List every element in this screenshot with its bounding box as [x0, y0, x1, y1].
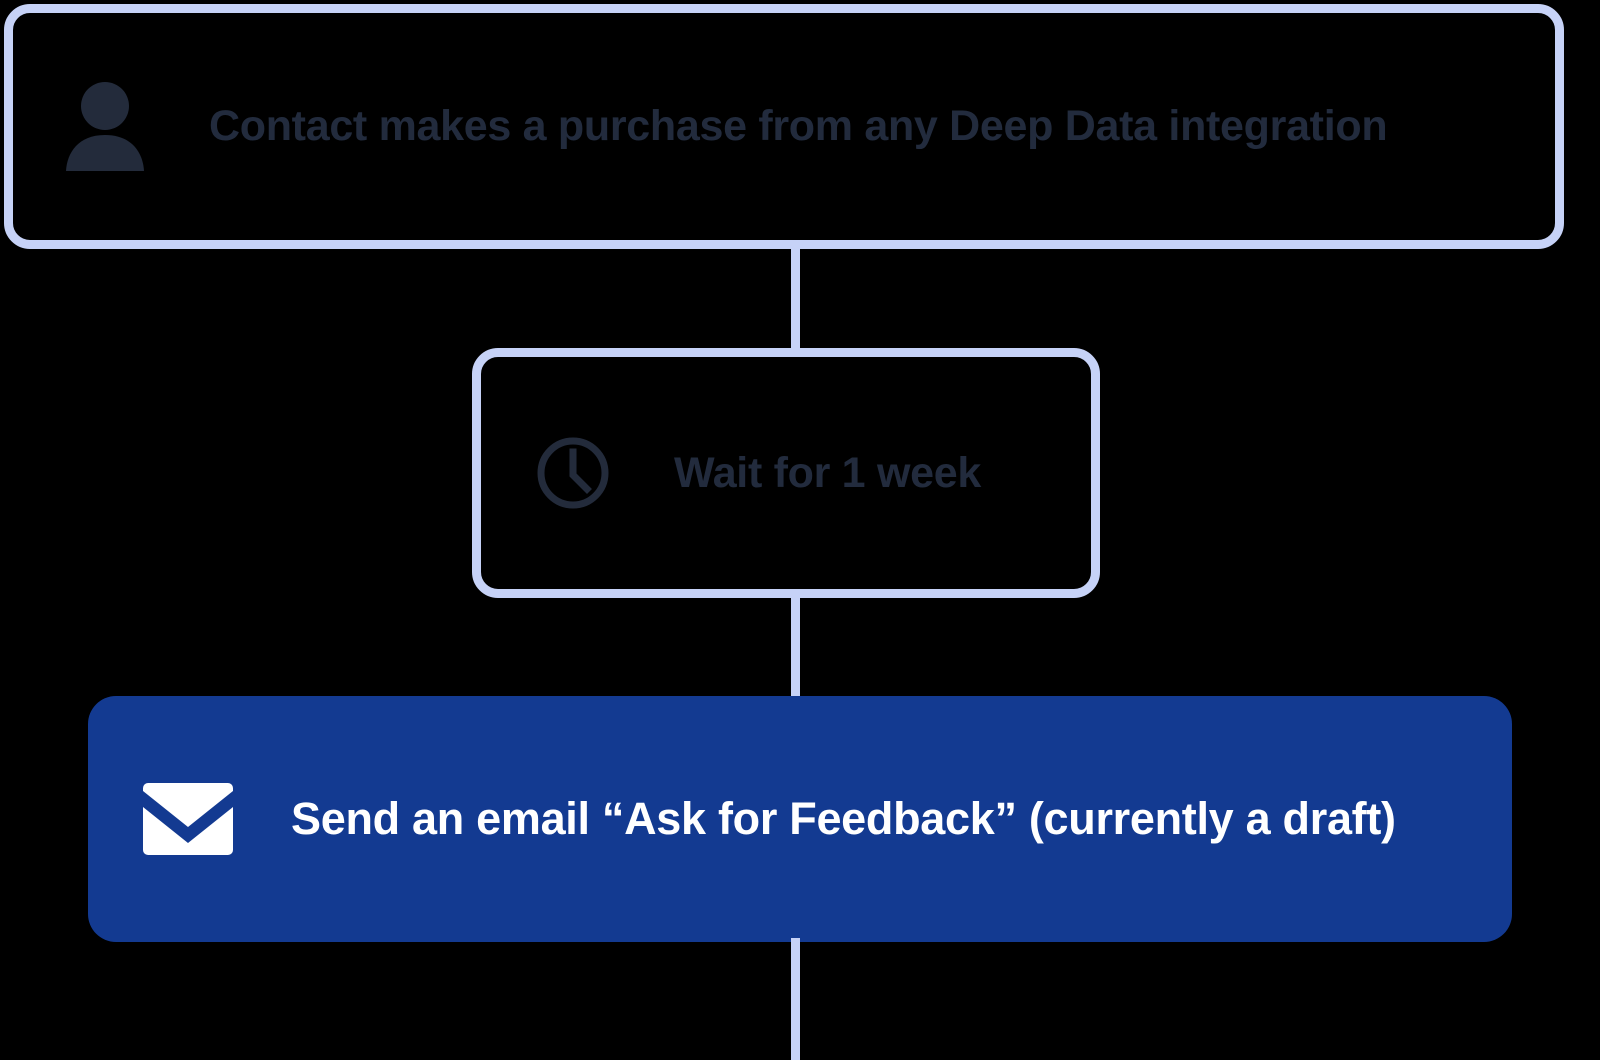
clock-icon: [534, 434, 612, 512]
workflow-node-trigger-label: Contact makes a purchase from any Deep D…: [209, 102, 1388, 150]
connector-wait-to-email: [791, 592, 800, 700]
workflow-node-wait-label: Wait for 1 week: [674, 448, 981, 497]
connector-trigger-to-wait: [791, 248, 800, 354]
person-icon: [59, 81, 151, 173]
workflow-node-email-label: Send an email “Ask for Feedback” (curren…: [291, 793, 1396, 844]
workflow-node-trigger[interactable]: Contact makes a purchase from any Deep D…: [4, 4, 1564, 249]
workflow-node-wait[interactable]: Wait for 1 week: [472, 348, 1100, 598]
envelope-icon: [141, 781, 235, 857]
connector-email-to-next: [791, 938, 800, 1060]
workflow-node-email[interactable]: Send an email “Ask for Feedback” (curren…: [88, 696, 1512, 942]
